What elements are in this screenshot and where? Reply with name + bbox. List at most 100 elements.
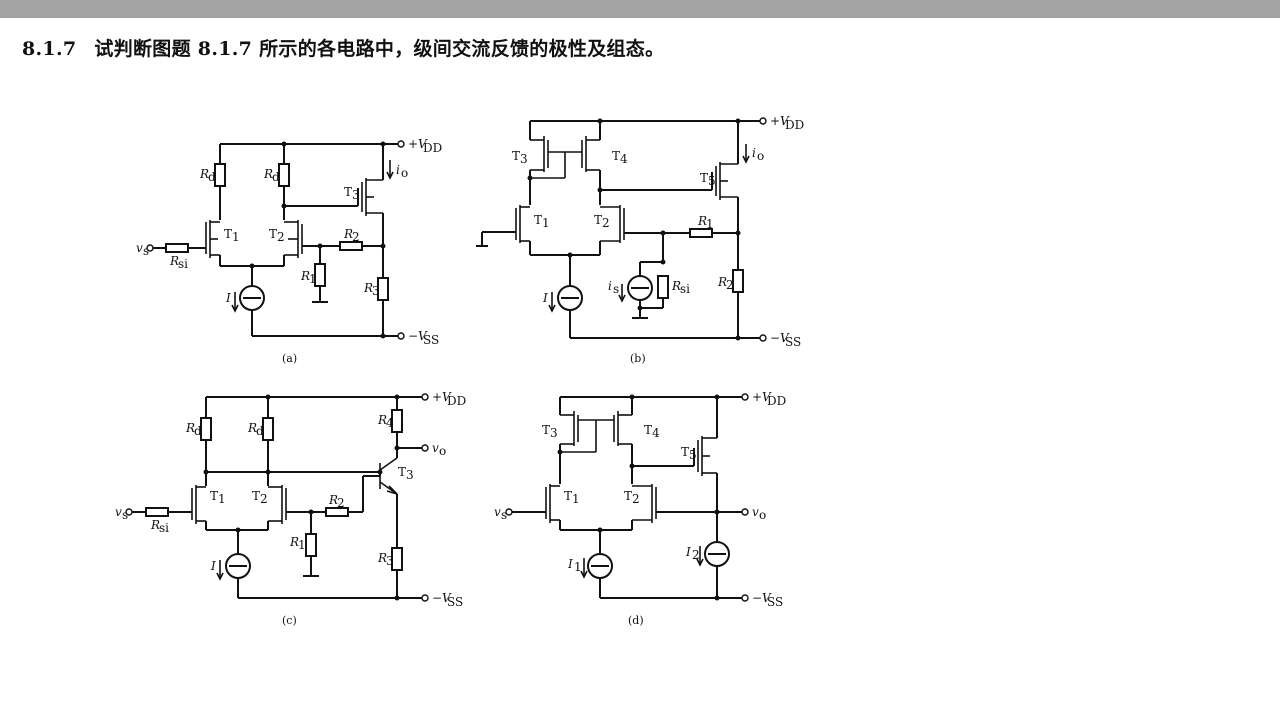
svg-text:−V: −V — [752, 591, 772, 605]
svg-text:5: 5 — [708, 174, 716, 188]
svg-text:−V: −V — [432, 591, 452, 605]
circuit-a: +V DD R d R d T 1 v s R si — [136, 137, 442, 365]
svg-text:T: T — [681, 445, 689, 459]
svg-text:si: si — [159, 521, 169, 535]
svg-text:+V: +V — [432, 390, 452, 404]
svg-text:R: R — [300, 269, 310, 283]
svg-text:o: o — [757, 149, 764, 163]
svg-text:SS: SS — [767, 595, 783, 609]
svg-text:R: R — [363, 281, 373, 295]
svg-text:1: 1 — [574, 560, 582, 574]
svg-text:R: R — [185, 421, 195, 435]
rd-resistor-a1 — [214, 163, 226, 187]
svg-text:R: R — [169, 254, 179, 268]
svg-text:T: T — [594, 213, 602, 227]
svg-text:i: i — [752, 146, 756, 160]
svg-text:R: R — [199, 167, 209, 181]
problem-text: 试判断图题 8.1.7 所示的各电路中，级间交流反馈的极性及组态。 — [94, 38, 665, 60]
svg-text:2: 2 — [260, 492, 268, 506]
svg-text:I: I — [567, 557, 573, 571]
svg-text:3: 3 — [406, 468, 414, 482]
svg-text:T: T — [644, 423, 652, 437]
svg-text:1: 1 — [218, 492, 226, 506]
svg-text:T: T — [252, 489, 260, 503]
svg-text:DD: DD — [785, 118, 804, 132]
svg-text:T: T — [534, 213, 542, 227]
top-bar — [0, 0, 1280, 18]
svg-text:+V: +V — [752, 390, 772, 404]
vdd-label-a: +V — [408, 137, 428, 151]
caption-d: (d) — [628, 614, 644, 627]
svg-text:3: 3 — [550, 426, 558, 440]
svg-text:si: si — [178, 257, 188, 271]
svg-text:2: 2 — [602, 216, 610, 230]
caption-b: (b) — [630, 352, 646, 365]
svg-text:SS: SS — [423, 333, 439, 347]
svg-text:T: T — [700, 171, 708, 185]
svg-text:1: 1 — [309, 272, 317, 286]
svg-text:o: o — [439, 444, 446, 458]
svg-text:R: R — [263, 167, 273, 181]
svg-text:d: d — [256, 424, 264, 438]
svg-text:s: s — [143, 244, 149, 258]
svg-text:3: 3 — [520, 152, 528, 166]
problem-number: 8.1.7 — [22, 38, 77, 60]
svg-text:2: 2 — [726, 278, 734, 292]
svg-text:R: R — [377, 413, 387, 427]
svg-text:s: s — [613, 282, 619, 296]
svg-text:2: 2 — [632, 492, 640, 506]
svg-text:d: d — [194, 424, 202, 438]
svg-text:T: T — [224, 227, 232, 241]
rd-resistor-a2 — [278, 163, 290, 187]
svg-text:2: 2 — [692, 548, 700, 562]
caption-c: (c) — [282, 614, 297, 627]
svg-text:d: d — [208, 170, 216, 184]
svg-text:DD: DD — [447, 394, 466, 408]
svg-text:1: 1 — [232, 230, 240, 244]
problem-statement: 8.1.7 试判断图题 8.1.7 所示的各电路中，级间交流反馈的极性及组态。 — [22, 34, 664, 61]
svg-text:d: d — [272, 170, 280, 184]
svg-text:R: R — [717, 275, 727, 289]
svg-text:s: s — [501, 508, 507, 522]
svg-text:T: T — [612, 149, 620, 163]
svg-text:+V: +V — [770, 114, 790, 128]
circuit-b: +V DD T 3 T 4 T 1 — [476, 114, 804, 365]
svg-text:T: T — [210, 489, 218, 503]
svg-text:i: i — [396, 163, 400, 177]
svg-text:I: I — [225, 291, 231, 305]
svg-text:2: 2 — [277, 230, 285, 244]
svg-text:R: R — [289, 535, 299, 549]
svg-text:v: v — [752, 505, 759, 519]
svg-text:o: o — [401, 166, 408, 180]
svg-text:v: v — [494, 505, 501, 519]
svg-text:R: R — [343, 227, 353, 241]
svg-text:3: 3 — [352, 188, 360, 202]
svg-text:1: 1 — [298, 538, 306, 552]
svg-text:i: i — [608, 279, 612, 293]
svg-text:2: 2 — [337, 496, 345, 510]
svg-text:I: I — [685, 545, 691, 559]
svg-text:4: 4 — [620, 152, 628, 166]
svg-text:v: v — [115, 505, 122, 519]
svg-text:v: v — [136, 241, 143, 255]
circuit-c: +V DD R d R d T 1 v s R si — [115, 390, 466, 627]
svg-text:R: R — [671, 279, 681, 293]
svg-text:1: 1 — [572, 492, 580, 506]
svg-text:3: 3 — [386, 554, 394, 568]
svg-text:o: o — [759, 508, 766, 522]
svg-text:3: 3 — [372, 284, 380, 298]
svg-text:SS: SS — [447, 595, 463, 609]
caption-a: (a) — [282, 352, 297, 365]
svg-text:T: T — [512, 149, 520, 163]
svg-text:si: si — [680, 282, 690, 296]
svg-text:4: 4 — [386, 416, 394, 430]
svg-text:DD: DD — [767, 394, 786, 408]
circuit-d: +V DD T 3 T 4 T 1 v s — [494, 390, 786, 627]
svg-text:4: 4 — [652, 426, 660, 440]
svg-text:R: R — [150, 518, 160, 532]
svg-text:T: T — [624, 489, 632, 503]
svg-text:v: v — [432, 441, 439, 455]
svg-text:1: 1 — [542, 216, 550, 230]
svg-text:R: R — [328, 493, 338, 507]
